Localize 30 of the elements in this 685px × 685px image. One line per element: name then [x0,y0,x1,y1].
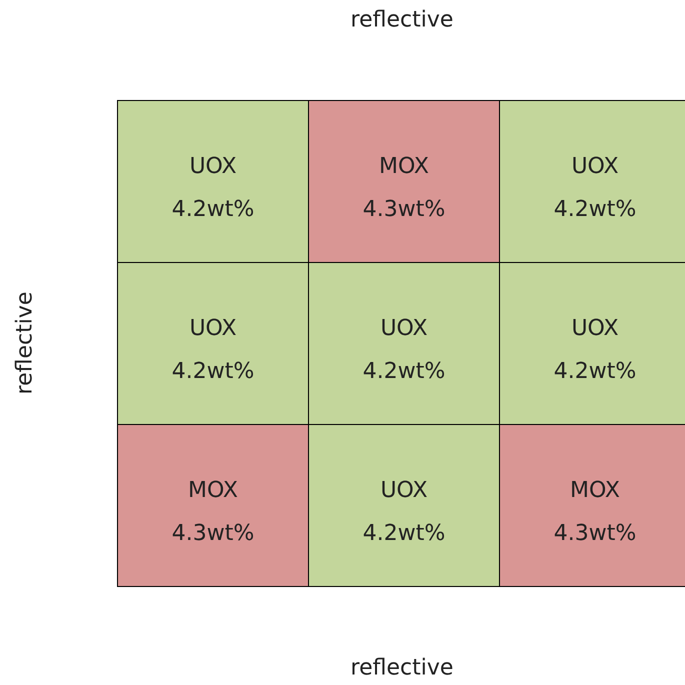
enrichment-value: 4.2wt% [362,358,446,386]
fuel-type: MOX [188,477,238,505]
enrichment-value: 4.2wt% [362,520,446,548]
fuel-type: UOX [571,315,619,343]
enrichment-value: 4.3wt% [362,196,446,224]
boundary-condition-label: reflective [12,292,38,394]
fuel-assembly-tile [308,424,500,587]
fuel-type: UOX [380,315,428,343]
enrichment-value: 4.3wt% [554,520,636,548]
fuel-type: UOX [380,477,428,505]
fuel-assembly-tile [117,262,309,425]
enrichment-value: 4.2wt% [172,196,254,224]
fuel-assembly-tile [117,100,309,263]
boundary-condition-label: reflective [350,656,454,680]
fuel-assembly-tile [499,100,685,263]
fuel-type: MOX [570,477,620,505]
enrichment-value: 4.2wt% [554,196,636,224]
fuel-assembly-tile [117,424,309,587]
fuel-type: UOX [571,153,619,181]
enrichment-value: 4.3wt% [172,520,254,548]
fuel-assembly-tile [308,100,500,263]
fuel-type: UOX [189,315,237,343]
fuel-assembly-tile [308,262,500,425]
fuel-assembly-tile [499,262,685,425]
fuel-type: UOX [189,153,237,181]
fuel-assembly-tile [499,424,685,587]
fuel-type: MOX [379,153,429,181]
enrichment-value: 4.2wt% [554,358,636,386]
enrichment-value: 4.2wt% [172,358,254,386]
boundary-condition-label: reflective [350,8,454,32]
